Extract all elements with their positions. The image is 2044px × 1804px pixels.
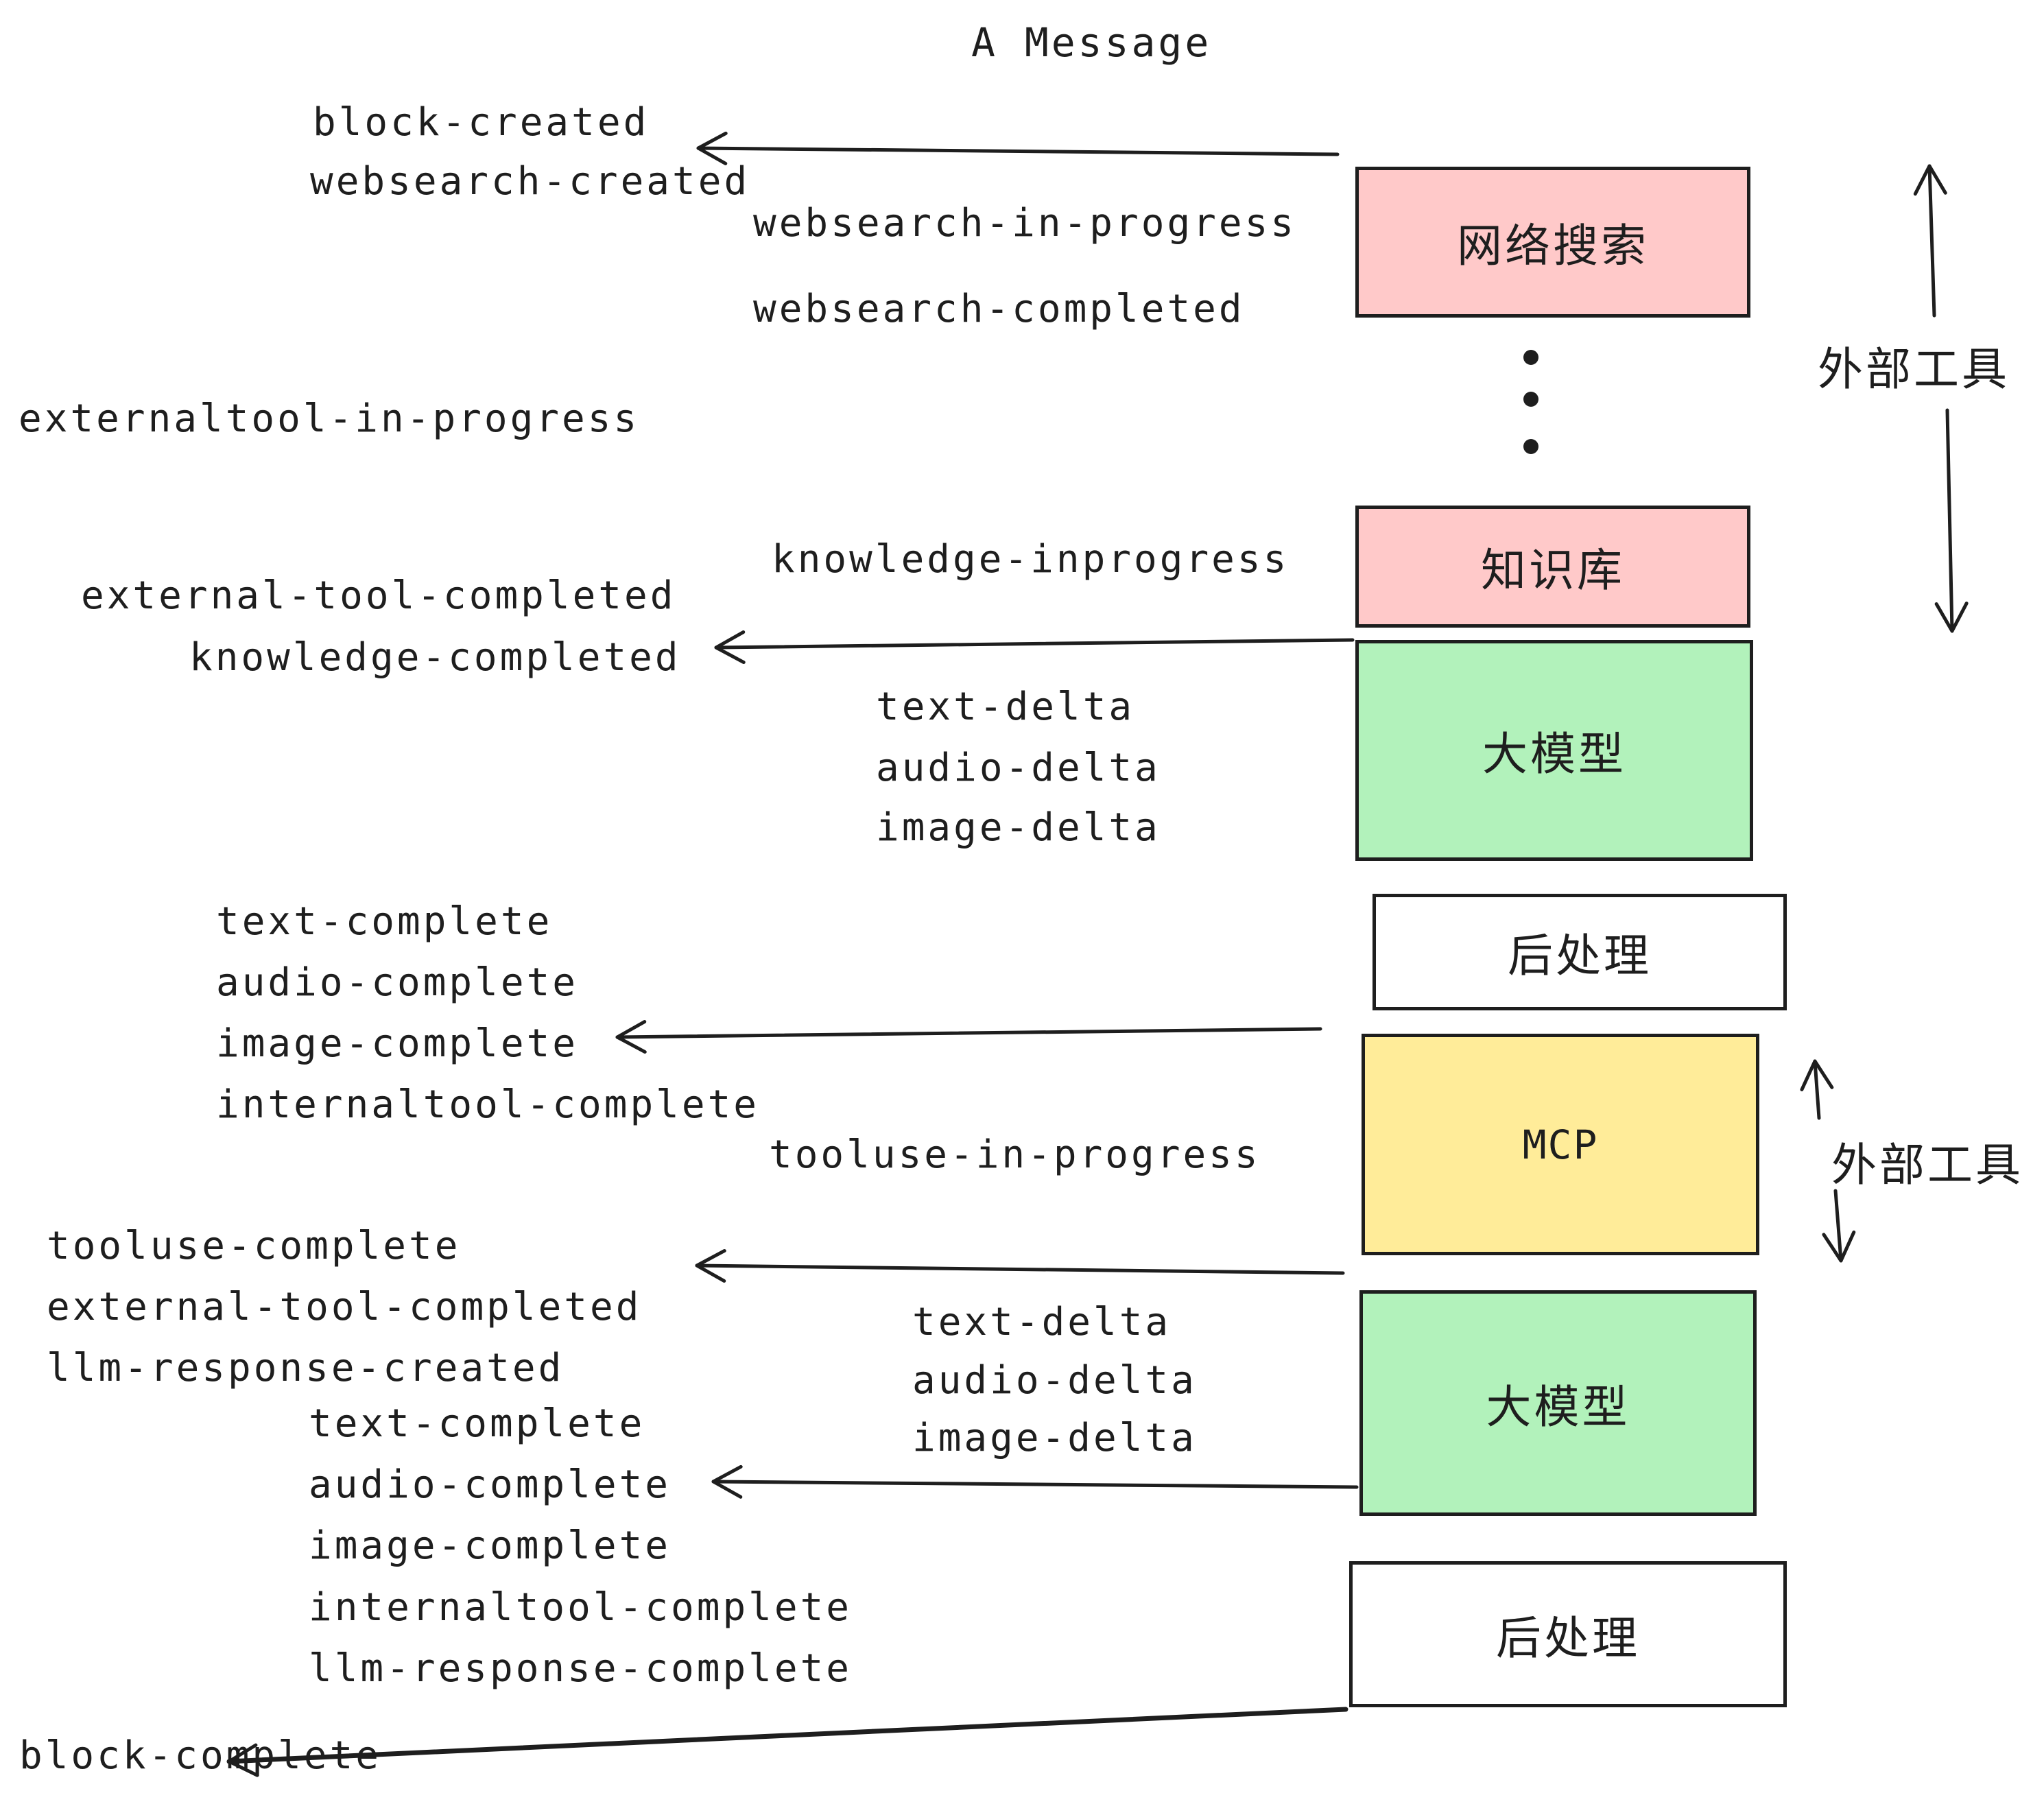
arrow-image-complete xyxy=(615,1020,1322,1054)
arrow-block-complete xyxy=(226,1707,1348,1777)
label-knowledge-inprogress: knowledge-inprogress xyxy=(772,537,1290,582)
label-audio-complete: audio-complete xyxy=(216,960,579,1005)
label-internaltool-complete: internaltool-complete xyxy=(216,1082,760,1127)
label-tooluse-in-progress: tooluse-in-progress xyxy=(769,1132,1261,1177)
page-title: A Message xyxy=(971,19,1212,66)
label-external-tool-completed: external-tool-completed xyxy=(81,573,676,618)
box-post-process-bottom: 后处理 xyxy=(1349,1561,1787,1707)
label-text-complete-2: text-complete xyxy=(309,1401,645,1446)
arrow-block-created xyxy=(696,131,1340,165)
box-knowledge-base-label: 知识库 xyxy=(1481,545,1625,595)
label-text-delta-2: text-delta xyxy=(912,1300,1172,1344)
label-block-created: block-created xyxy=(313,100,650,145)
box-post-process-top-label: 后处理 xyxy=(1508,930,1652,981)
label-text-delta: text-delta xyxy=(876,685,1135,729)
label-externaltool-in-progress: externaltool-in-progress xyxy=(19,396,640,441)
box-llm-bottom-label: 大模型 xyxy=(1486,1381,1630,1432)
box-llm-top-label: 大模型 xyxy=(1482,728,1626,779)
label-audio-delta: audio-delta xyxy=(876,746,1161,790)
label-internaltool-complete-2: internaltool-complete xyxy=(309,1585,853,1630)
label-tooluse-complete: tooluse-complete xyxy=(47,1224,461,1268)
arrow-external-tools-mcp-up xyxy=(1800,1059,1834,1120)
label-audio-delta-2: audio-delta xyxy=(912,1358,1197,1403)
box-web-search: 网络搜索 xyxy=(1355,167,1750,318)
arrow-external-tools-top-up xyxy=(1913,164,1947,318)
label-audio-complete-2: audio-complete xyxy=(309,1462,672,1507)
label-websearch-in-progress: websearch-in-progress xyxy=(753,201,1297,246)
box-post-process-bottom-label: 后处理 xyxy=(1496,1612,1640,1663)
label-llm-response-created: llm-response-created xyxy=(47,1346,565,1390)
box-knowledge-base: 知识库 xyxy=(1355,506,1750,628)
arrow-external-tools-mcp-down xyxy=(1822,1189,1856,1263)
label-image-complete: image-complete xyxy=(216,1021,579,1066)
external-tools-label-top: 外部工具 xyxy=(1818,344,2010,394)
arrow-tooluse-complete xyxy=(695,1248,1345,1283)
box-post-process-top: 后处理 xyxy=(1372,894,1787,1010)
label-external-tool-completed-2: external-tool-completed xyxy=(47,1285,642,1329)
box-mcp: MCP xyxy=(1362,1034,1759,1255)
vertical-ellipsis-dots xyxy=(1523,350,1538,454)
box-llm-bottom: 大模型 xyxy=(1359,1290,1757,1516)
label-websearch-completed: websearch-completed xyxy=(753,287,1245,331)
box-llm-top: 大模型 xyxy=(1355,640,1753,861)
box-mcp-label: MCP xyxy=(1522,1121,1599,1168)
label-websearch-created: websearch-created xyxy=(310,159,750,204)
box-web-search-label: 网络搜索 xyxy=(1457,220,1649,271)
label-llm-response-complete: llm-response-complete xyxy=(309,1646,853,1691)
arrow-audio-complete xyxy=(711,1464,1359,1499)
label-block-complete: block-complete xyxy=(19,1733,382,1778)
external-tools-label-bottom: 外部工具 xyxy=(1831,1139,2023,1190)
label-image-delta-2: image-delta xyxy=(912,1416,1197,1460)
label-text-complete: text-complete xyxy=(216,899,553,944)
label-knowledge-completed: knowledge-completed xyxy=(189,635,681,680)
arrow-knowledge-completed xyxy=(714,630,1355,665)
label-image-delta: image-delta xyxy=(876,805,1161,850)
label-image-complete-2: image-complete xyxy=(309,1523,672,1568)
arrow-external-tools-top-down xyxy=(1934,408,1969,633)
